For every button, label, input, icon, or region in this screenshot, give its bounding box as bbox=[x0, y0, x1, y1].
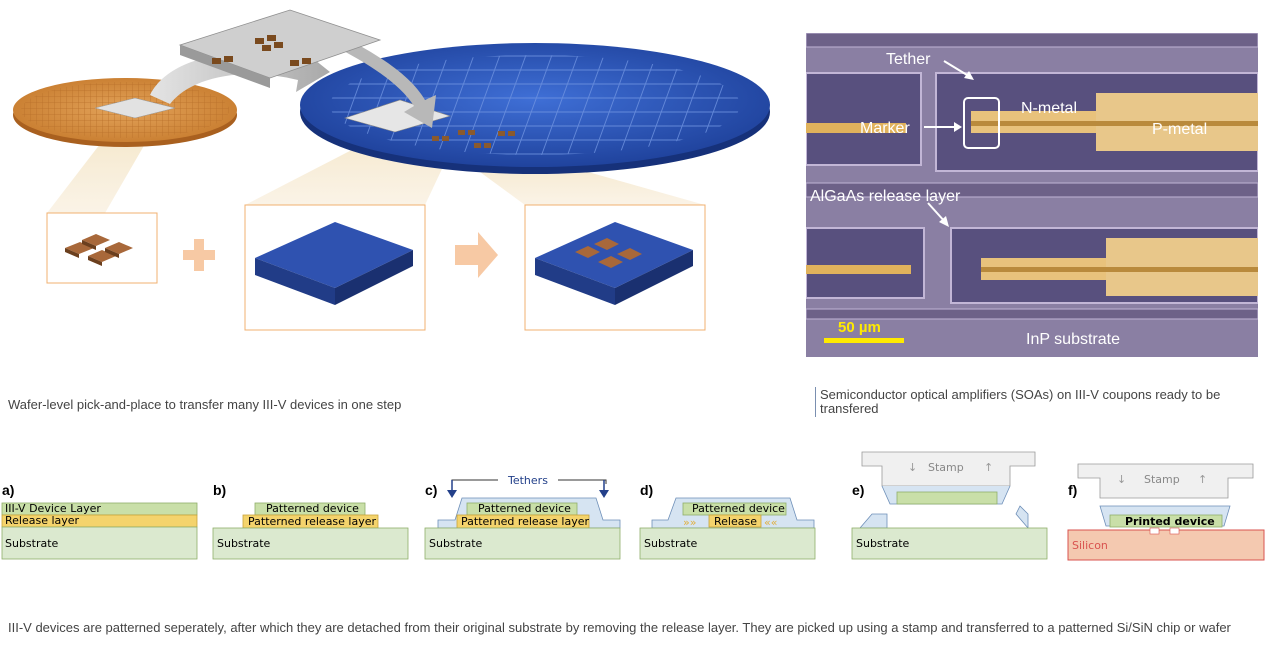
label-substrate-c: Substrate bbox=[429, 537, 483, 550]
result-block bbox=[535, 222, 693, 305]
step-d: d) »» «« Patterned device Release Substr… bbox=[639, 482, 816, 560]
label-substrate-e: Substrate bbox=[856, 537, 910, 550]
caption-right: Semiconductor optical amplifiers (SOAs) … bbox=[820, 387, 1221, 416]
layer-substrate bbox=[1, 526, 198, 560]
label-release-layer: Release layer bbox=[5, 514, 80, 527]
step-c: c) Tethers Patterned device Patterned re… bbox=[424, 474, 621, 560]
label-patterned-device-b: Patterned device bbox=[266, 502, 359, 515]
caption-divider bbox=[815, 387, 816, 417]
box-dies bbox=[46, 212, 158, 284]
stamp-down-arrow-f: ↓ bbox=[1117, 473, 1126, 486]
label-release-d: Release bbox=[714, 515, 757, 528]
step-d-letter: d) bbox=[640, 482, 653, 498]
stamp-up-arrow-e: ↑ bbox=[984, 461, 993, 474]
label-patterned-device-c: Patterned device bbox=[478, 502, 571, 515]
result-arrow bbox=[455, 232, 498, 278]
process-steps: a) III-V Device Layer Release layer Subs… bbox=[1, 451, 1265, 561]
dies-icon bbox=[65, 234, 133, 266]
step-e: e) ↓ Stamp ↑ Substrate bbox=[851, 451, 1048, 560]
label-patterned-device-d: Patterned device bbox=[692, 502, 785, 515]
label-stamp-f: Stamp bbox=[1144, 473, 1180, 486]
label-patterned-release-c: Patterned release layer bbox=[461, 515, 590, 528]
small-stamp bbox=[94, 97, 176, 119]
plus-sign bbox=[183, 239, 215, 271]
label-patterned-release-b: Patterned release layer bbox=[248, 515, 377, 528]
target-wafer-grid bbox=[330, 55, 740, 155]
step-e-letter: e) bbox=[852, 482, 864, 498]
step-b-letter: b) bbox=[213, 482, 226, 498]
label-substrate-d: Substrate bbox=[644, 537, 698, 550]
stamp-down-arrow-e: ↓ bbox=[908, 461, 917, 474]
substrate-block bbox=[255, 222, 413, 305]
stamp-f bbox=[1077, 463, 1254, 499]
label-printed-device: Printed device bbox=[1125, 515, 1215, 528]
transfer-illustration bbox=[13, 9, 770, 331]
etch-left-icon: »» bbox=[683, 516, 696, 529]
step-f: f) ↓ Stamp ↑ Printed device Silicon bbox=[1067, 463, 1265, 561]
label-scale: 50 µm bbox=[838, 319, 881, 336]
placed-dies bbox=[432, 130, 515, 148]
stamp-dies bbox=[212, 35, 311, 66]
transfer-arrow-right bbox=[330, 30, 436, 128]
label-marker: Marker bbox=[860, 120, 910, 137]
label-p-metal: P-metal bbox=[1152, 121, 1207, 138]
step-a: a) III-V Device Layer Release layer Subs… bbox=[1, 482, 198, 560]
label-substrate-a: Substrate bbox=[5, 537, 59, 550]
etch-right-icon: «« bbox=[764, 516, 777, 529]
stamp-side bbox=[180, 45, 270, 88]
step-f-letter: f) bbox=[1068, 482, 1077, 498]
step-c-letter: c) bbox=[425, 482, 437, 498]
label-tether: Tether bbox=[886, 51, 931, 68]
label-substrate-b: Substrate bbox=[217, 537, 271, 550]
caption-left: Wafer-level pick-and-place to transfer m… bbox=[8, 397, 402, 412]
label-stamp-e: Stamp bbox=[928, 461, 964, 474]
label-release-layer: AlGaAs release layer bbox=[810, 188, 961, 205]
step-b: b) Patterned device Patterned release la… bbox=[212, 482, 409, 560]
soa-micrograph: Tether Marker N-metal P-metal AlGaAs rel… bbox=[806, 33, 1258, 357]
marker-box bbox=[963, 97, 1000, 149]
step-a-letter: a) bbox=[2, 482, 14, 498]
label-substrate: InP substrate bbox=[1026, 331, 1120, 348]
label-silicon: Silicon bbox=[1072, 539, 1108, 552]
label-n-metal: N-metal bbox=[1021, 100, 1077, 117]
caption-bottom: III-V devices are patterned seperately, … bbox=[8, 620, 1231, 635]
scale-bar bbox=[824, 338, 904, 343]
label-tethers: Tethers bbox=[507, 474, 548, 487]
label-device-layer: III-V Device Layer bbox=[5, 502, 101, 515]
stamp-up-arrow-f: ↑ bbox=[1198, 473, 1207, 486]
